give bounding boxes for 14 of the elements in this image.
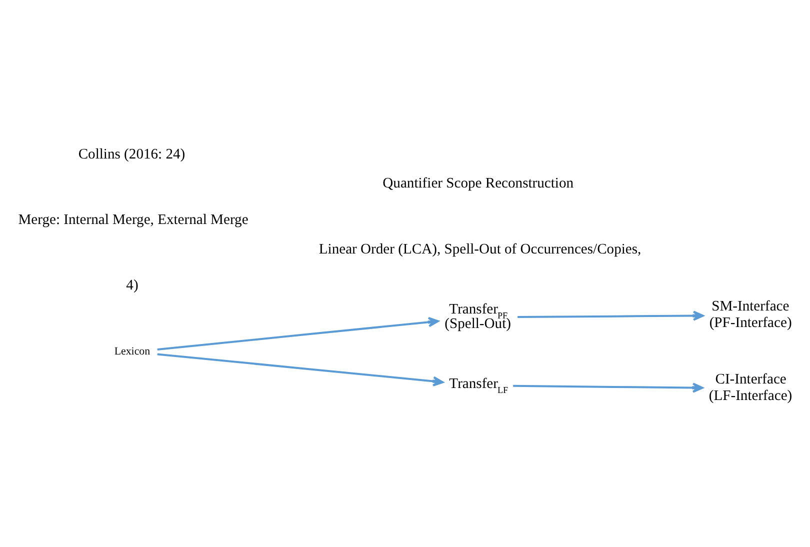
arrow (157, 317, 439, 350)
node-text: CI-Interface (LF-Interface) (708, 372, 792, 404)
label: Collins (2016: 24) (78, 146, 186, 163)
arrow (157, 353, 444, 386)
node-text: Transfer$_{PF}$ (Spell-Out) (444, 301, 511, 332)
node-text: Transfer$_{LF}$ (449, 376, 508, 396)
arrow (513, 382, 704, 393)
label: Merge: Internal Merge, External Merge (18, 212, 248, 228)
label: Linear Order (LCA), Spell-Out of Occurrences/Copies, (318, 241, 642, 258)
label: 4) (126, 278, 138, 294)
node-text: Lexicon (114, 346, 150, 358)
arrow (518, 310, 704, 321)
node-text: SM-Interface (PF-Interface) (709, 298, 792, 332)
label: Quantifier Scope Reconstruction (382, 176, 574, 192)
